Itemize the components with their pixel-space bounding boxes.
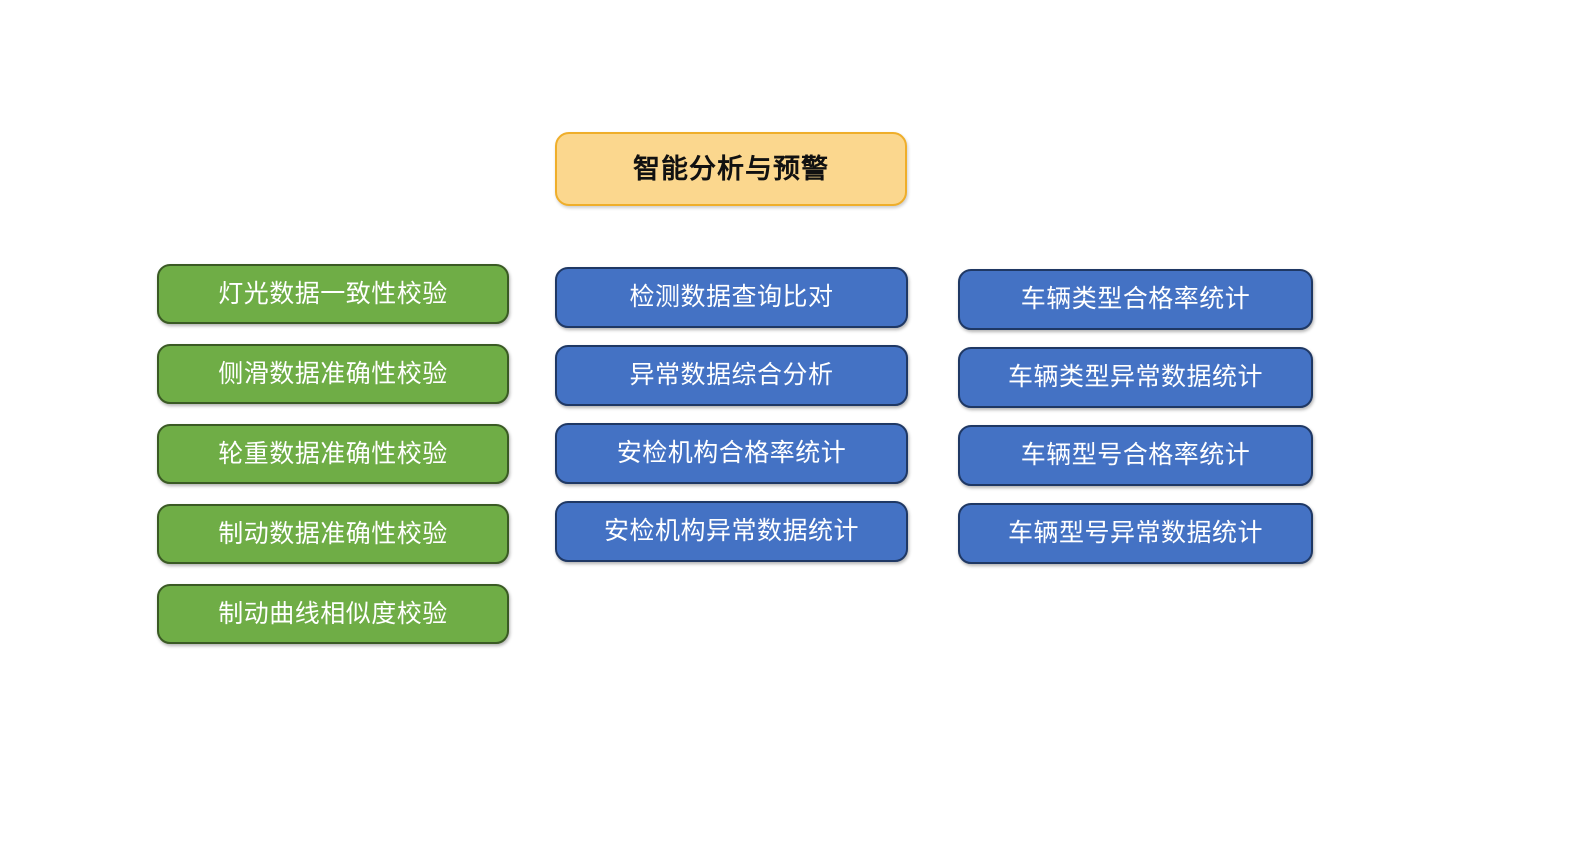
node-agency-pass-rate-statistics[interactable]: 安检机构合格率统计 [555, 423, 908, 484]
node-agency-abnormal-data-statistics[interactable]: 安检机构异常数据统计 [555, 501, 908, 562]
node-label: 侧滑数据准确性校验 [218, 359, 448, 388]
diagram-title-label: 智能分析与预警 [633, 153, 829, 184]
node-wheel-load-data-accuracy-check[interactable]: 轮重数据准确性校验 [157, 424, 509, 484]
column-vehicle-statistics: 车辆类型合格率统计 车辆类型异常数据统计 车辆型号合格率统计 车辆型号异常数据统… [958, 269, 1313, 581]
node-label: 异常数据综合分析 [629, 361, 834, 389]
node-abnormal-data-comprehensive-analysis[interactable]: 异常数据综合分析 [555, 345, 908, 406]
node-light-data-consistency-check[interactable]: 灯光数据一致性校验 [157, 264, 509, 324]
node-brake-curve-similarity-check[interactable]: 制动曲线相似度校验 [157, 584, 509, 644]
node-label: 车辆类型合格率统计 [1020, 285, 1251, 313]
node-label: 车辆型号合格率统计 [1020, 441, 1251, 469]
node-vehicle-type-abnormal-data-statistics[interactable]: 车辆类型异常数据统计 [958, 347, 1313, 408]
column-data-validation: 灯光数据一致性校验 侧滑数据准确性校验 轮重数据准确性校验 制动数据准确性校验 … [157, 264, 509, 664]
node-label: 车辆型号异常数据统计 [1007, 519, 1263, 547]
node-label: 灯光数据一致性校验 [218, 279, 448, 308]
node-label: 车辆类型异常数据统计 [1007, 363, 1263, 391]
node-label: 制动曲线相似度校验 [218, 599, 448, 628]
node-brake-data-accuracy-check[interactable]: 制动数据准确性校验 [157, 504, 509, 564]
node-vehicle-type-pass-rate-statistics[interactable]: 车辆类型合格率统计 [958, 269, 1313, 330]
node-label: 检测数据查询比对 [629, 283, 834, 311]
node-sideslip-data-accuracy-check[interactable]: 侧滑数据准确性校验 [157, 344, 509, 404]
node-label: 安检机构异常数据统计 [603, 517, 859, 545]
node-vehicle-model-abnormal-data-statistics[interactable]: 车辆型号异常数据统计 [958, 503, 1313, 564]
node-inspection-data-query-comparison[interactable]: 检测数据查询比对 [555, 267, 908, 328]
column-analysis-and-agency-statistics: 检测数据查询比对 异常数据综合分析 安检机构合格率统计 安检机构异常数据统计 [555, 267, 908, 579]
diagram-title-node[interactable]: 智能分析与预警 [555, 132, 907, 206]
node-vehicle-model-pass-rate-statistics[interactable]: 车辆型号合格率统计 [958, 425, 1313, 486]
node-label: 制动数据准确性校验 [218, 519, 448, 548]
node-label: 轮重数据准确性校验 [218, 439, 448, 468]
node-label: 安检机构合格率统计 [616, 439, 847, 467]
